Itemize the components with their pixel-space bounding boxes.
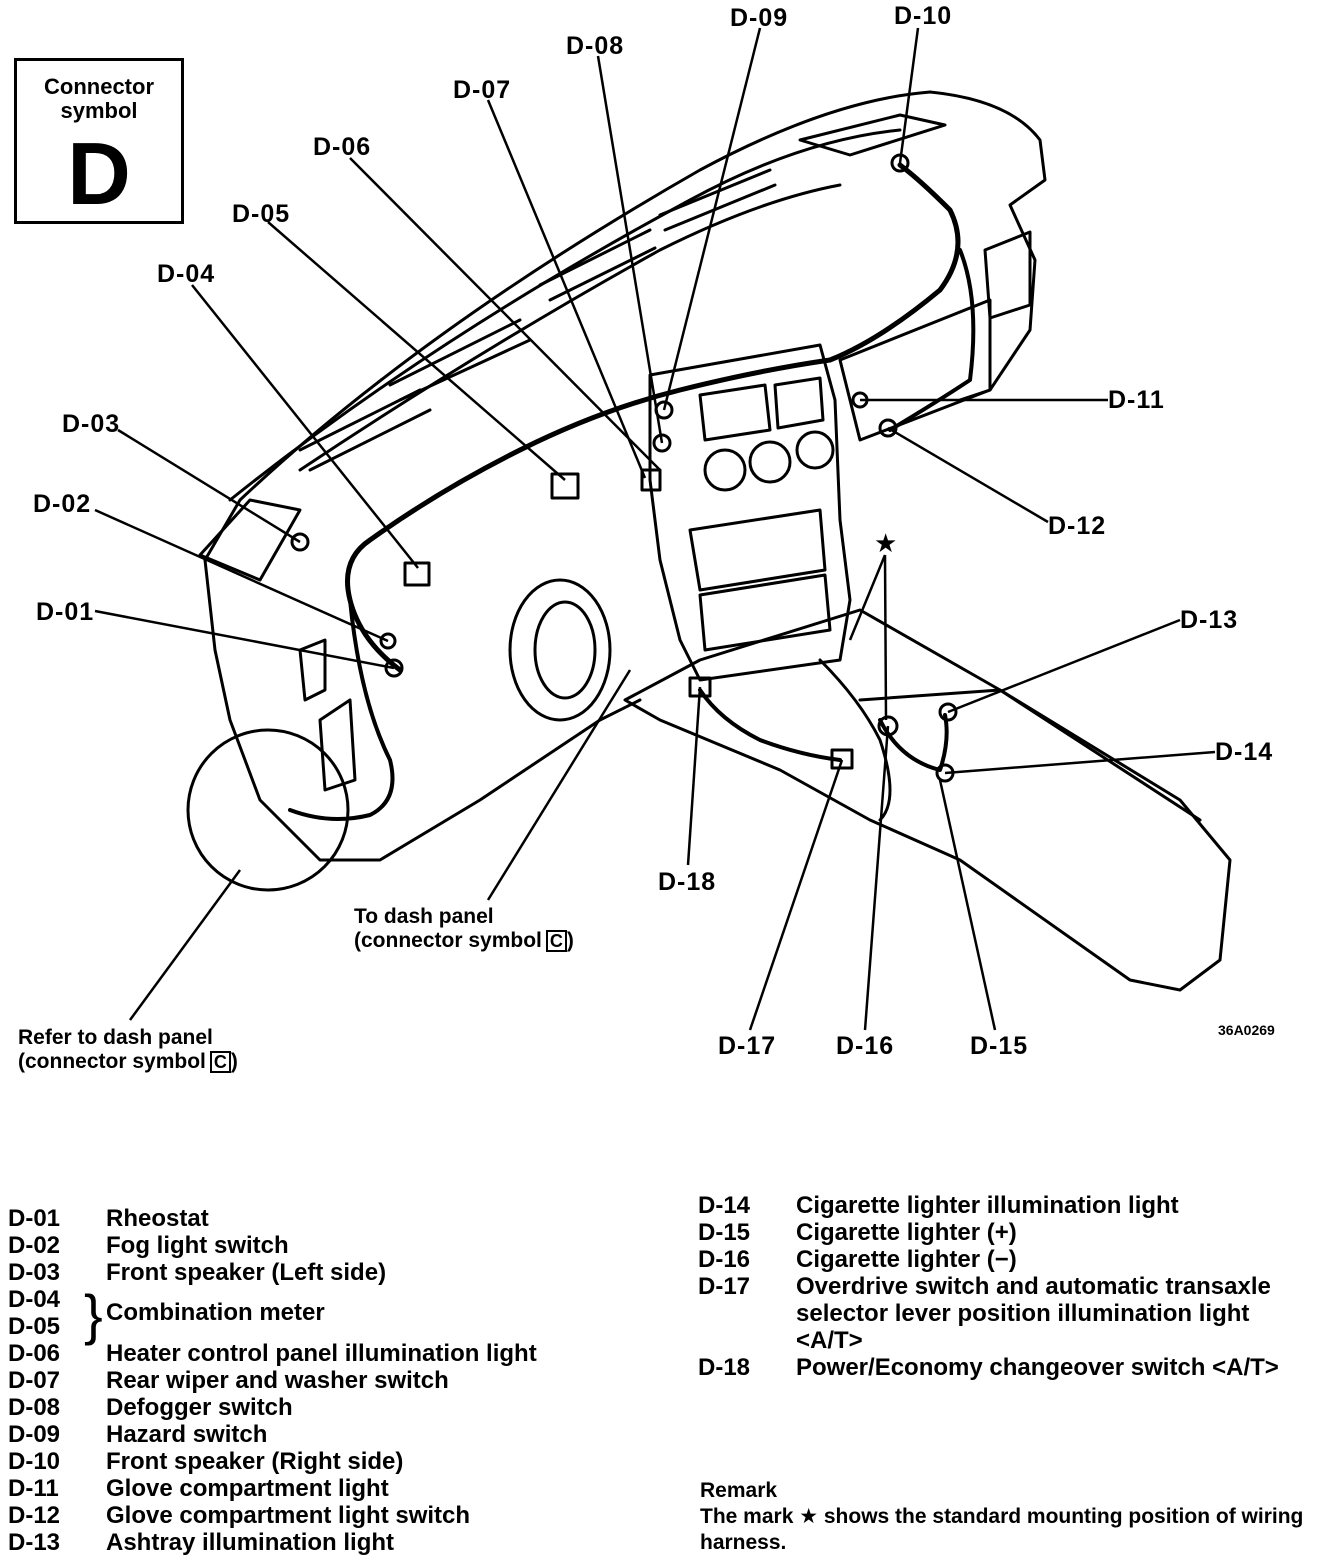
- connector-d17: [830, 748, 854, 770]
- label-d05: D-05: [232, 200, 291, 228]
- leader-d06: [349, 157, 661, 471]
- label-d09: D-09: [730, 4, 789, 32]
- label-d13: D-13: [1180, 606, 1239, 634]
- legend-combined: Combination meter: [106, 1299, 325, 1326]
- label-d07: D-07: [453, 76, 512, 104]
- connector-d08: [652, 433, 672, 453]
- heater-knob: [748, 440, 792, 484]
- wiring-harness: [698, 688, 842, 762]
- detail-circle: [186, 728, 350, 892]
- leader-d03: [117, 428, 301, 544]
- dashboard-wiring-diagram: ★: [94, 27, 1232, 1031]
- steering-column: [508, 578, 612, 722]
- label-d14: D-14: [1215, 738, 1274, 766]
- wiring-harness: [878, 713, 949, 772]
- leader-d18: [686, 686, 702, 866]
- connector-c-symbol: C: [545, 930, 567, 952]
- center-console: [623, 608, 1232, 992]
- heater-knob: [703, 448, 747, 492]
- console-top: [858, 688, 1202, 822]
- leader-star: [883, 554, 888, 721]
- leader-d08: [596, 55, 664, 444]
- heater-knob: [795, 430, 835, 470]
- connector-d04: [403, 561, 431, 587]
- remark: Remark The mark ★ shows the standard mou…: [700, 1478, 1303, 1556]
- radio-slot: [698, 573, 832, 652]
- connector-d12: [878, 418, 898, 438]
- shift-lever: [818, 658, 892, 822]
- leader-d09: [662, 27, 762, 411]
- label-d18: D-18: [658, 868, 717, 896]
- leader-dash-panel: [486, 669, 632, 901]
- leader-star: [848, 554, 887, 641]
- figure-code: 36A0269: [1218, 1022, 1275, 1038]
- star-mark: ★: [874, 529, 897, 559]
- left-vent: [318, 698, 357, 792]
- wiring-harness: [888, 248, 976, 432]
- leader-d13: [947, 618, 1181, 714]
- connector-symbol-letter: D: [67, 124, 131, 223]
- wiring-harness: [288, 598, 395, 821]
- label-d03: D-03: [62, 410, 121, 438]
- label-d06: D-06: [313, 133, 372, 161]
- label-d08: D-08: [566, 32, 625, 60]
- leader-d15: [938, 779, 997, 1031]
- label-d12: D-12: [1048, 512, 1107, 540]
- center-vent: [773, 376, 825, 430]
- label-d15: D-15: [970, 1032, 1029, 1060]
- leader-d10: [898, 27, 920, 164]
- connector-d02: [379, 632, 397, 650]
- leader-d12: [887, 426, 1049, 524]
- connector-symbol-box: Connector symbol D: [14, 58, 184, 224]
- center-vent: [698, 383, 772, 442]
- label-d11: D-11: [1108, 386, 1165, 414]
- steering-column-inner: [533, 600, 597, 700]
- label-d04: D-04: [157, 260, 216, 288]
- label-d02: D-02: [33, 490, 92, 518]
- connector-d03: [290, 532, 310, 552]
- connector-c-symbol: C: [209, 1051, 231, 1073]
- leader-d05: [267, 221, 566, 481]
- radio-slot: [688, 508, 827, 592]
- right-speaker-grille: [798, 113, 947, 157]
- leader-d14: [944, 750, 1216, 775]
- remark-line2: harness.: [700, 1531, 787, 1554]
- label-d01: D-01: [36, 598, 95, 626]
- leader-d16: [863, 725, 890, 1031]
- glove-box: [838, 298, 992, 442]
- connector-symbol-title: Connector symbol: [44, 74, 154, 123]
- leader-d01: [94, 609, 395, 670]
- wiring-harness: [345, 162, 961, 673]
- connector-d07: [640, 468, 662, 492]
- defroster-slot: [388, 318, 532, 402]
- connector-d01: [384, 658, 404, 678]
- leader-d07: [486, 99, 647, 479]
- label-d10: D-10: [894, 2, 953, 30]
- left-side-panel: [203, 558, 642, 862]
- remark-line1: The mark ★ shows the standard mounting p…: [700, 1505, 1304, 1528]
- defroster-slot: [658, 168, 777, 232]
- label-d17: D-17: [718, 1032, 777, 1060]
- remark-title: Remark: [700, 1479, 778, 1502]
- dash-top-outline: [203, 90, 1047, 562]
- leader-d04: [191, 284, 419, 569]
- legend-brace: }: [84, 1283, 103, 1346]
- connector-d05: [550, 472, 580, 500]
- dash-top-inner: [228, 128, 902, 502]
- left-vent: [298, 638, 327, 702]
- leader-d17: [748, 759, 844, 1031]
- label-d16: D-16: [836, 1032, 895, 1060]
- leader-refer-dash: [128, 869, 242, 1021]
- center-stack: [648, 343, 852, 682]
- left-speaker-grille: [198, 498, 302, 582]
- right-vent: [983, 230, 1032, 320]
- connector-d13: [938, 702, 958, 722]
- leader-d02: [94, 508, 389, 643]
- dash-ridge: [298, 183, 842, 472]
